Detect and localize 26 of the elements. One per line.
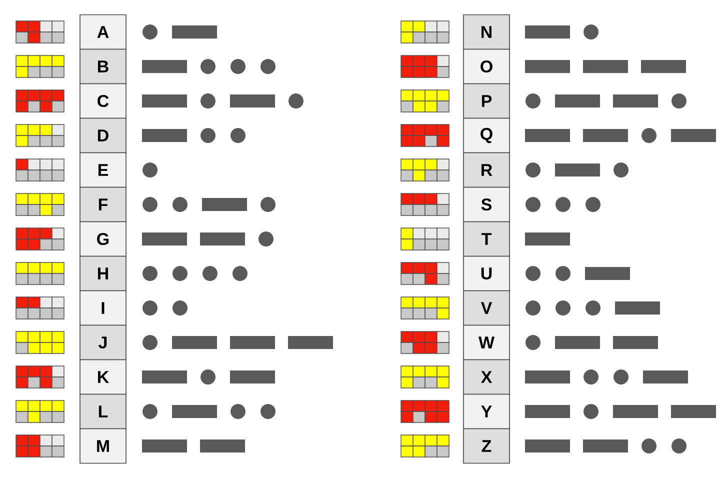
letter-cell: L — [80, 394, 126, 430]
letter-cell: K — [80, 359, 126, 395]
letter-cell: Q — [463, 118, 510, 154]
letter-cell: O — [463, 48, 510, 84]
letter-cell: G — [80, 221, 126, 257]
letter-cell: W — [463, 324, 510, 360]
letter-cell: B — [80, 48, 126, 84]
letter-cell: S — [463, 186, 510, 222]
letter-cell: V — [463, 290, 510, 326]
letter-cell: E — [80, 152, 126, 188]
letter-cell: M — [80, 428, 126, 464]
letter-cell: Y — [463, 394, 510, 430]
letter-cell: R — [463, 152, 510, 188]
letter-cell: Z — [463, 428, 510, 464]
letter-cell: F — [80, 186, 126, 222]
letter-cell: I — [80, 290, 126, 326]
letter-cell: N — [463, 14, 510, 50]
letter-cell: U — [463, 256, 510, 292]
letter-cell: T — [463, 221, 510, 257]
letter-cell: H — [80, 256, 126, 292]
letter-cell: P — [463, 83, 510, 119]
letter-cell: X — [463, 359, 510, 395]
letter-cell: J — [80, 324, 126, 360]
letter-cell: C — [80, 83, 126, 119]
letter-cell: D — [80, 118, 126, 154]
letter-cell: A — [80, 14, 126, 50]
